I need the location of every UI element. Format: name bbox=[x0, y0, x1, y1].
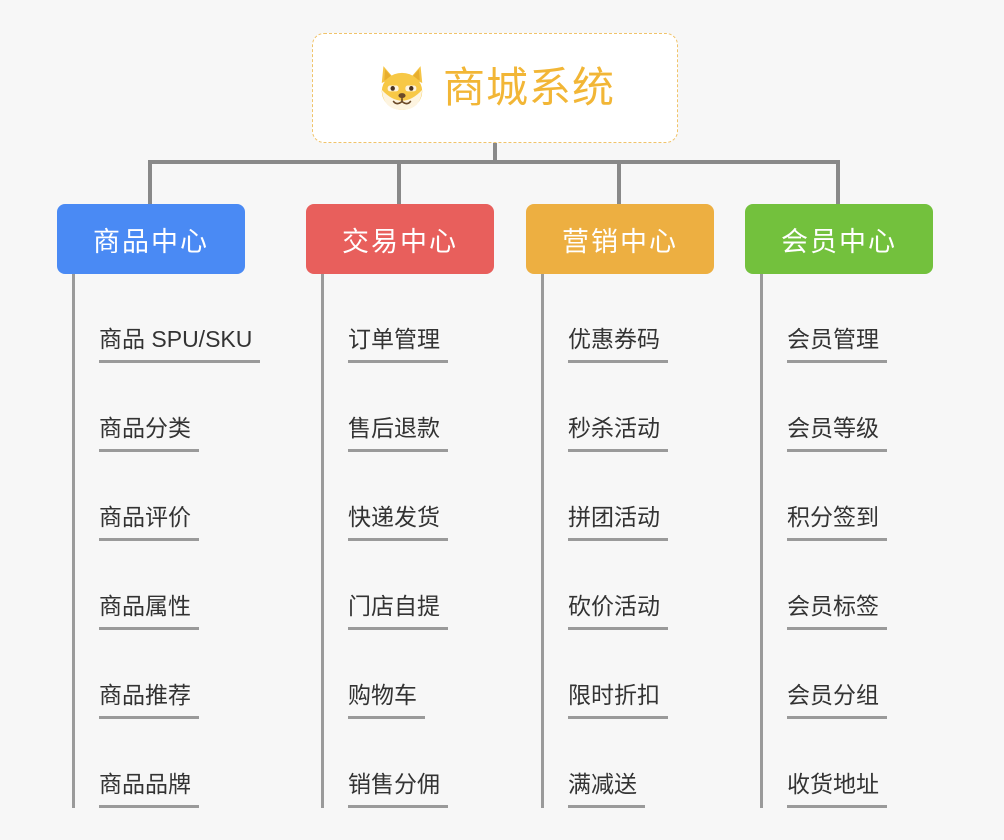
dog-face-icon bbox=[381, 66, 423, 110]
leaf-label: 门店自提 bbox=[348, 593, 448, 630]
category-label: 营销中心 bbox=[562, 226, 678, 257]
column-spine bbox=[760, 274, 763, 808]
leaf-item[interactable]: 销售分佣 bbox=[321, 719, 448, 808]
category-label: 会员中心 bbox=[781, 226, 897, 257]
leaf-item[interactable]: 会员分组 bbox=[760, 630, 887, 719]
leaf-item[interactable]: 快递发货 bbox=[321, 452, 448, 541]
leaf-label: 快递发货 bbox=[348, 504, 448, 541]
connector-drop-member-center bbox=[836, 160, 840, 204]
leaf-label: 积分签到 bbox=[787, 504, 887, 541]
connector-root-stub bbox=[493, 143, 497, 164]
leaf-item[interactable]: 商品品牌 bbox=[72, 719, 199, 808]
leaf-label: 满减送 bbox=[568, 771, 645, 808]
leaf-item[interactable]: 会员标签 bbox=[760, 541, 887, 630]
connector-drop-product-center bbox=[148, 160, 152, 204]
category-label: 商品中心 bbox=[93, 226, 209, 257]
leaf-item[interactable]: 会员等级 bbox=[760, 363, 887, 452]
leaf-item[interactable]: 会员管理 bbox=[760, 274, 887, 363]
leaf-label: 砍价活动 bbox=[568, 593, 668, 630]
leaf-item[interactable]: 商品评价 bbox=[72, 452, 199, 541]
leaf-item[interactable]: 拼团活动 bbox=[541, 452, 668, 541]
leaf-label: 优惠券码 bbox=[568, 326, 668, 363]
leaf-item[interactable]: 满减送 bbox=[541, 719, 645, 808]
leaf-item[interactable]: 门店自提 bbox=[321, 541, 448, 630]
leaf-item[interactable]: 商品属性 bbox=[72, 541, 199, 630]
leaf-label: 购物车 bbox=[348, 682, 425, 719]
connector-drop-marketing-center bbox=[617, 160, 621, 204]
leaf-label: 限时折扣 bbox=[568, 682, 668, 719]
leaf-label: 商品品牌 bbox=[99, 771, 199, 808]
leaf-item[interactable]: 优惠券码 bbox=[541, 274, 668, 363]
leaf-label: 会员等级 bbox=[787, 415, 887, 452]
leaf-item[interactable]: 砍价活动 bbox=[541, 541, 668, 630]
column-spine bbox=[321, 274, 324, 808]
category-header-marketing-center[interactable]: 营销中心 bbox=[526, 204, 714, 274]
leaf-item[interactable]: 秒杀活动 bbox=[541, 363, 668, 452]
leaf-label: 收货地址 bbox=[787, 771, 887, 808]
leaf-item[interactable]: 售后退款 bbox=[321, 363, 448, 452]
leaf-label: 会员分组 bbox=[787, 682, 887, 719]
category-header-member-center[interactable]: 会员中心 bbox=[745, 204, 933, 274]
leaf-label: 商品属性 bbox=[99, 593, 199, 630]
leaf-label: 商品推荐 bbox=[99, 682, 199, 719]
category-label: 交易中心 bbox=[342, 226, 458, 257]
leaf-label: 商品评价 bbox=[99, 504, 199, 541]
category-header-product-center[interactable]: 商品中心 bbox=[57, 204, 245, 274]
leaf-label: 商品分类 bbox=[99, 415, 199, 452]
column-spine bbox=[72, 274, 75, 808]
leaf-label: 商品 SPU/SKU bbox=[99, 326, 261, 363]
leaf-label: 拼团活动 bbox=[568, 504, 668, 541]
leaf-item[interactable]: 购物车 bbox=[321, 630, 425, 719]
leaf-item[interactable]: 限时折扣 bbox=[541, 630, 668, 719]
leaf-item[interactable]: 积分签到 bbox=[760, 452, 887, 541]
leaf-label: 秒杀活动 bbox=[568, 415, 668, 452]
connector-drop-trade-center bbox=[397, 160, 401, 204]
leaf-item[interactable]: 商品分类 bbox=[72, 363, 199, 452]
leaf-label: 订单管理 bbox=[348, 326, 448, 363]
leaf-label: 销售分佣 bbox=[348, 771, 448, 808]
leaf-label: 会员标签 bbox=[787, 593, 887, 630]
column-spine bbox=[541, 274, 544, 808]
root-title: 商城系统 bbox=[442, 64, 615, 111]
leaf-label: 售后退款 bbox=[348, 415, 448, 452]
category-header-trade-center[interactable]: 交易中心 bbox=[306, 204, 494, 274]
leaf-item[interactable]: 收货地址 bbox=[760, 719, 887, 808]
leaf-item[interactable]: 商品推荐 bbox=[72, 630, 199, 719]
root-node[interactable]: 商城系统 bbox=[312, 33, 678, 143]
leaf-item[interactable]: 订单管理 bbox=[321, 274, 448, 363]
leaf-label: 会员管理 bbox=[787, 326, 887, 363]
leaf-item[interactable]: 商品 SPU/SKU bbox=[72, 274, 261, 363]
connector-horizontal-bus bbox=[148, 160, 840, 164]
